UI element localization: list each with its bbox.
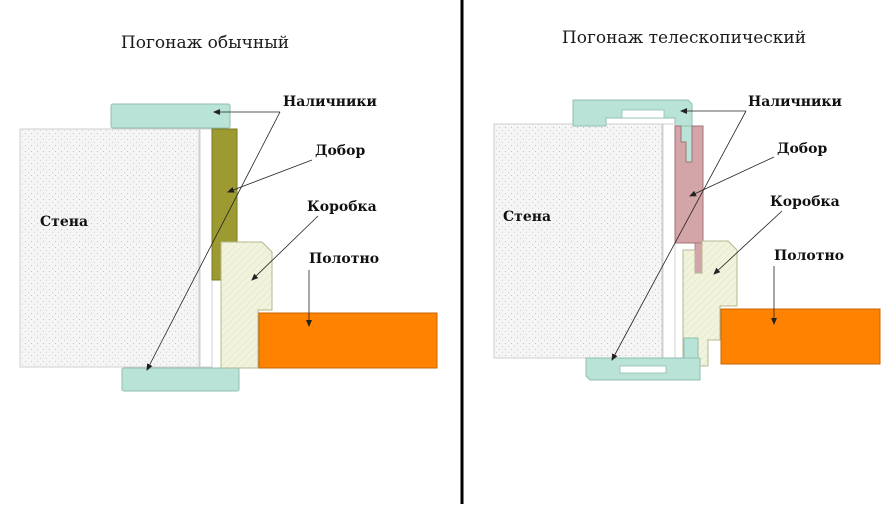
right-label-door-leaf: Полотно <box>774 248 844 264</box>
right-door-leaf <box>720 308 881 365</box>
right-panel-title: Погонаж телескопический <box>562 28 806 48</box>
left-top-casing <box>110 103 231 129</box>
left-panel-title: Погонаж обычный <box>121 33 289 53</box>
right-wall <box>493 123 663 359</box>
right-label-casings: Наличники <box>748 94 842 110</box>
left-wall <box>19 128 200 368</box>
left-door-leaf <box>258 312 438 369</box>
right-leader-frame <box>713 210 783 275</box>
left-leader-frame <box>251 215 319 281</box>
left-panel: Погонаж обычный Стена Наличники Добор Ко… <box>19 33 438 392</box>
left-label-door-leaf: Полотно <box>309 251 379 267</box>
right-label-extension: Добор <box>777 141 827 157</box>
left-label-extension: Добор <box>315 143 365 159</box>
right-leader-casings-bottom <box>611 110 747 361</box>
right-frame <box>682 240 738 367</box>
left-wall-label: Стена <box>40 214 88 230</box>
left-leader-extension <box>227 159 313 193</box>
left-bottom-casing <box>121 367 240 392</box>
right-label-frame: Коробка <box>770 194 840 210</box>
right-top-casing-slot <box>621 109 665 119</box>
right-bottom-casing-slot <box>619 365 667 374</box>
left-leader-casings-bottom <box>146 111 281 371</box>
left-label-frame: Коробка <box>307 199 377 215</box>
right-leader-extension <box>689 156 775 197</box>
right-extension-tongue <box>694 242 703 274</box>
right-wall-label: Стена <box>503 209 551 225</box>
right-bottom-casing-tongue <box>683 337 699 359</box>
right-extension <box>674 125 704 244</box>
left-label-casings: Наличники <box>283 94 377 110</box>
right-panel: Погонаж телескопический Стена Наличники … <box>493 28 881 381</box>
right-gap-strip <box>662 123 676 359</box>
